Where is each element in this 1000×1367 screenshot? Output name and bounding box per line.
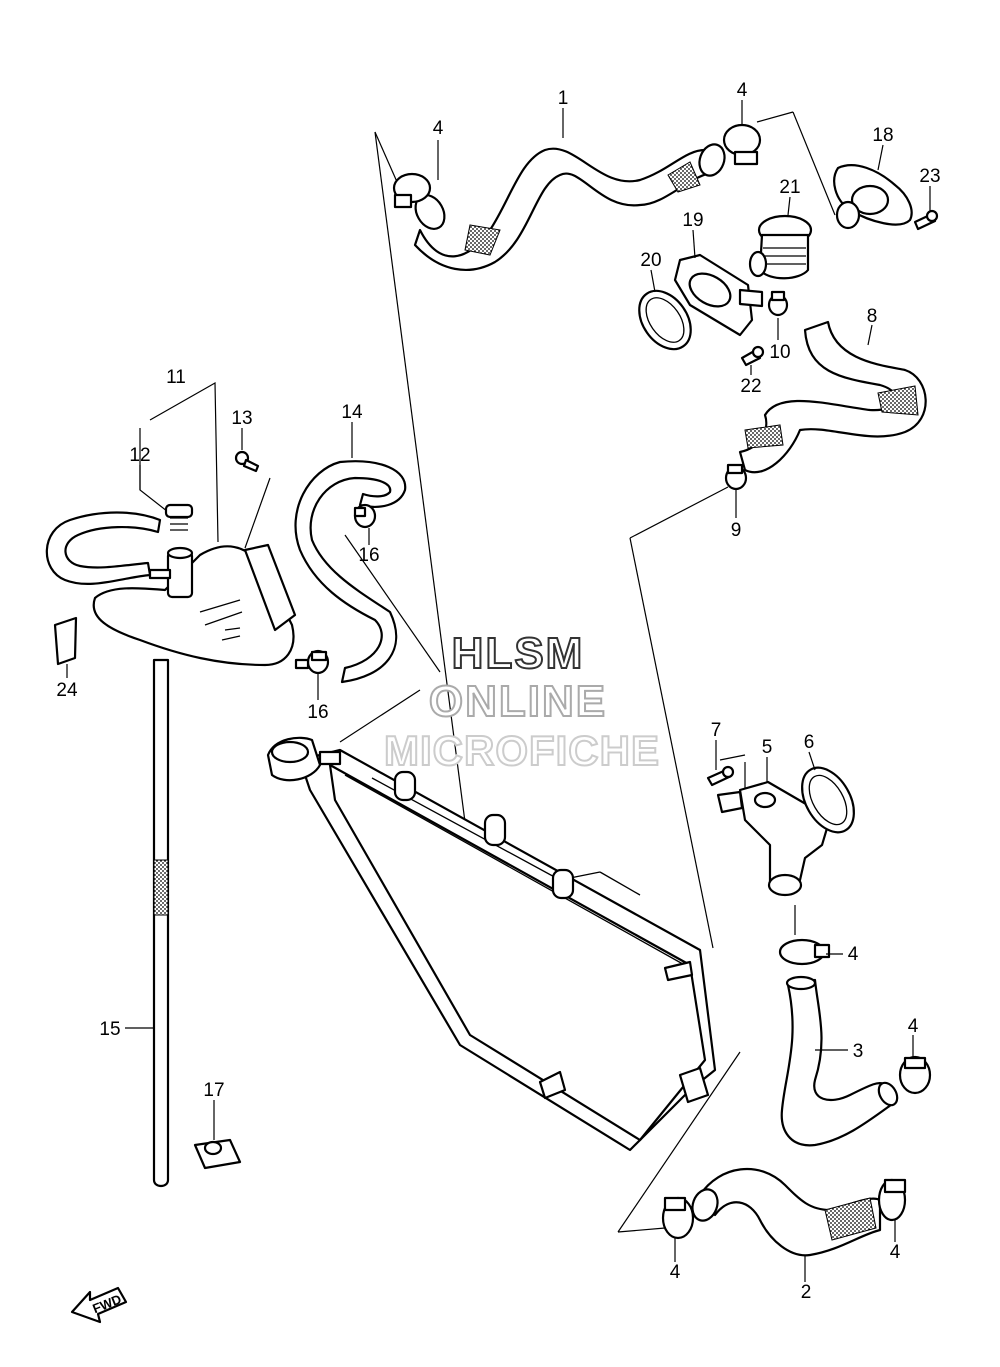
clamp-16-upper	[353, 503, 377, 529]
hose-8	[738, 320, 927, 474]
reservoir-tank-11	[92, 543, 297, 667]
forward-direction-arrow: FWD	[70, 1286, 128, 1324]
hose-3	[780, 975, 899, 1147]
callout-8: 8	[867, 306, 878, 327]
callout-4-top-right: 4	[737, 80, 748, 101]
clamp-9	[724, 463, 748, 491]
callout-6: 6	[804, 732, 815, 753]
fwd-label: FWD	[90, 1291, 123, 1316]
callout-4-bottom-right: 4	[890, 1242, 901, 1263]
bolt-13	[234, 450, 260, 473]
callout-9: 9	[731, 520, 742, 541]
label-24	[53, 616, 78, 666]
callout-23: 23	[919, 166, 940, 187]
breather-hose	[45, 511, 162, 585]
callout-21: 21	[779, 177, 800, 198]
thermostat-21	[748, 214, 813, 280]
callout-19: 19	[682, 210, 703, 231]
callout-13: 13	[231, 408, 252, 429]
callout-4-bottom-left: 4	[670, 1262, 681, 1283]
clamp-4-mid	[778, 938, 831, 966]
watermark: HLSM ONLINE MICROFICHE	[383, 628, 660, 775]
clamp-4-bottom-left	[661, 1196, 695, 1240]
bolt-22	[740, 345, 765, 367]
watermark-line3: MICROFICHE	[384, 727, 660, 774]
thermostat-cover-18	[833, 164, 913, 230]
clamp-10	[767, 290, 789, 317]
callout-numbers: 1 2 3 4 4 4 4 4 4 5 6 7 8 9 10 11 12 13 …	[56, 80, 940, 1303]
watermark-line1: HLSM	[452, 629, 585, 678]
cap-12	[164, 503, 194, 531]
callout-18: 18	[872, 125, 893, 146]
guide-lines	[139, 111, 836, 1233]
callout-1: 1	[558, 88, 569, 109]
callout-15: 15	[99, 1019, 120, 1040]
clamp-4-top-right	[722, 123, 762, 166]
callout-22: 22	[740, 376, 761, 397]
callout-leaders	[66, 100, 931, 1282]
hose-14	[294, 460, 407, 684]
thermostat-housing-19	[673, 253, 764, 337]
callout-4-right: 4	[908, 1016, 919, 1037]
hose-1	[413, 143, 726, 271]
o-ring-6	[801, 766, 855, 834]
callout-14: 14	[341, 402, 363, 423]
watermark-line2: ONLINE	[429, 677, 607, 726]
callout-2: 2	[801, 1282, 812, 1303]
callout-16-lower: 16	[307, 702, 328, 723]
drain-tube-15	[152, 658, 170, 1188]
radiator	[266, 736, 717, 1152]
callout-24: 24	[56, 680, 78, 701]
callout-11: 11	[166, 367, 186, 388]
hose-2	[691, 1167, 882, 1257]
callout-4-mid: 4	[848, 944, 859, 965]
o-ring-20	[638, 289, 692, 351]
bolt-7	[706, 765, 735, 787]
callout-4-top-left: 4	[433, 118, 444, 139]
callout-7: 7	[711, 720, 722, 741]
callout-10: 10	[769, 342, 790, 363]
callout-20: 20	[640, 250, 661, 271]
clamp-16-lower	[294, 649, 330, 675]
callout-17: 17	[203, 1080, 224, 1101]
callout-3: 3	[853, 1041, 864, 1062]
callout-16-upper: 16	[358, 545, 379, 566]
clamp-4-right	[898, 1055, 932, 1095]
clamp-17	[193, 1138, 242, 1170]
callout-5: 5	[762, 737, 773, 758]
callout-12: 12	[129, 445, 150, 466]
bolt-23	[913, 209, 939, 231]
clamp-4-bottom-right	[877, 1178, 907, 1222]
clamp-4-top-left	[392, 172, 432, 209]
